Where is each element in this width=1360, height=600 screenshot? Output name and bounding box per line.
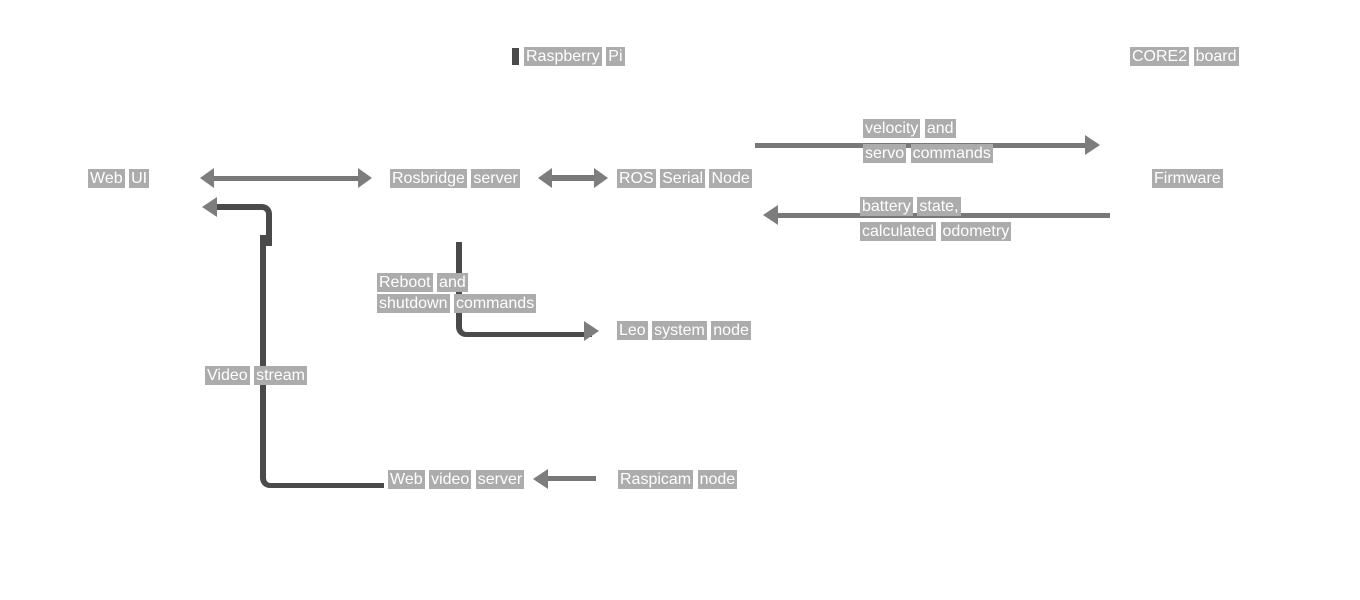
video-edge-corner-top [216, 204, 272, 246]
rosbridge-rosserial-bidirectional-arrow [538, 168, 608, 188]
video-edge-corner-bottom [260, 430, 384, 488]
raspicam-edge-line [548, 476, 596, 481]
arrowhead-right-icon [594, 168, 608, 188]
webui-rosbridge-bidirectional-arrow [200, 168, 372, 188]
battery-label-line1: battery state, [860, 197, 961, 216]
header-tick-mark [512, 48, 519, 65]
battery-edge-label: battery state, calculated odometry [860, 194, 1012, 244]
battery-arrowhead-left-icon [763, 205, 778, 225]
connector-bar [214, 175, 358, 181]
reboot-label-line2: shutdown commands [377, 294, 537, 313]
reboot-edge-label: Reboot and shutdown commands [377, 272, 537, 314]
arrowhead-right-icon [358, 168, 372, 188]
node-leo-system-node: Leo system node [617, 321, 751, 340]
video-edge-vertical-line [260, 235, 266, 435]
velocity-label-line2: servo commands [863, 144, 993, 163]
reboot-label-line1: Reboot and [377, 273, 468, 292]
arrowhead-left-icon [538, 168, 552, 188]
video-arrowhead-left-icon [202, 197, 217, 217]
node-web-video-server: Web video server [388, 470, 525, 489]
video-stream-edge-label: Video stream [205, 366, 307, 385]
node-firmware: Firmware [1152, 169, 1223, 188]
velocity-edge-label: velocity and servo commands [863, 116, 993, 166]
connector-bar [552, 175, 594, 181]
section-header-raspberry-pi: Raspberry Pi [524, 47, 625, 66]
section-header-core2-board: CORE2 board [1130, 47, 1239, 66]
node-rosbridge-server: Rosbridge server [390, 169, 520, 188]
raspicam-arrowhead-left-icon [533, 469, 548, 489]
node-ros-serial-node: ROS Serial Node [617, 169, 752, 188]
node-web-ui: Web UI [88, 169, 150, 188]
node-raspicam-node: Raspicam node [618, 470, 738, 489]
reboot-arrowhead-right-icon [584, 321, 599, 341]
velocity-arrowhead-right-icon [1085, 135, 1100, 155]
velocity-label-line1: velocity and [863, 119, 956, 138]
arrowhead-left-icon [200, 168, 214, 188]
battery-label-line2: calculated odometry [860, 222, 1012, 241]
